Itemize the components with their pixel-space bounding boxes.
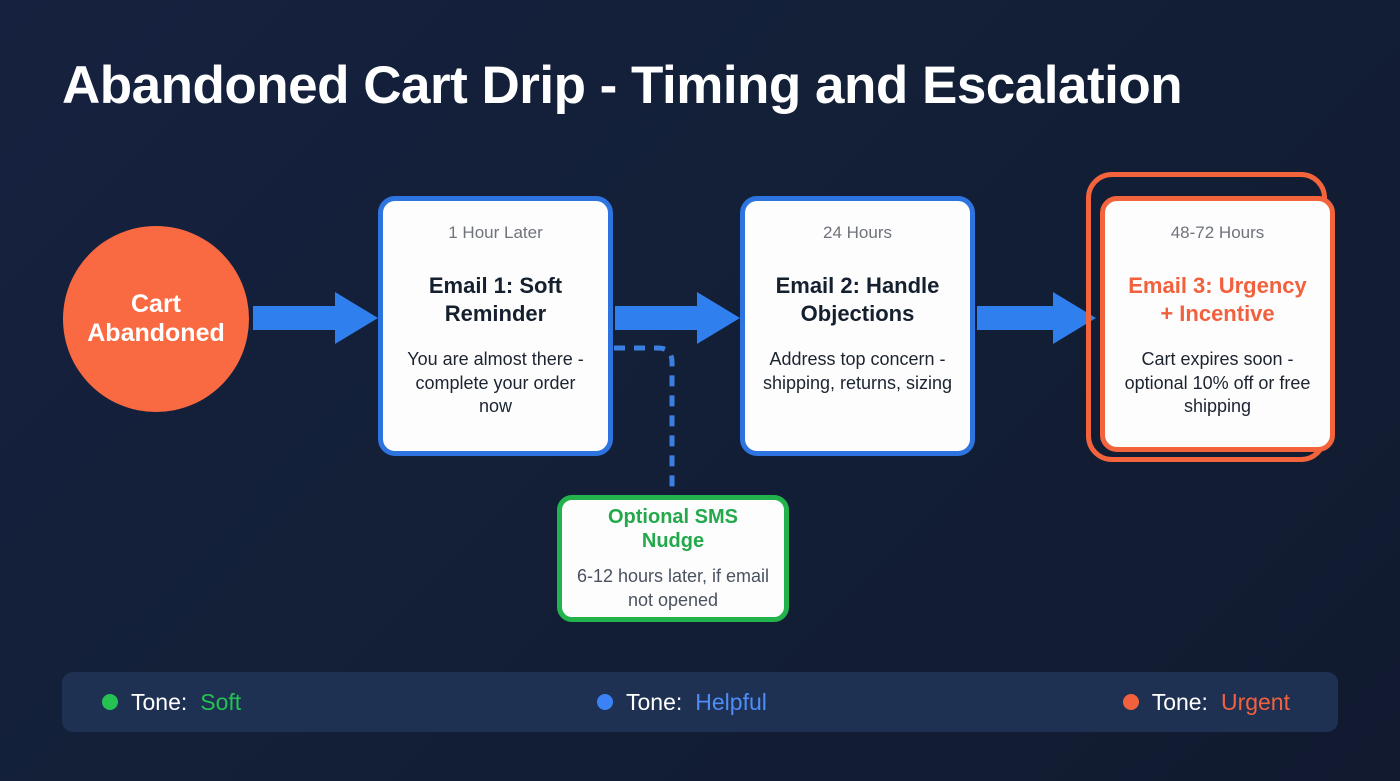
branch-card-sms-nudge[interactable]: Optional SMS Nudge 6-12 hours later, if … [557,495,789,622]
legend-label: Tone: [626,688,683,715]
legend-dot-icon [597,694,613,710]
legend-label: Tone: [1151,688,1208,715]
start-node-label-line1: Cart [130,289,181,318]
legend-item-soft[interactable]: Tone: Soft [102,689,241,716]
step-description: You are almost there - complete your ord… [407,348,584,417]
start-node-label-line2: Abandoned [87,319,225,347]
step-card-email3[interactable]: 48-72 Hours Email 3: Urgency + Incentive… [1100,196,1335,452]
legend-value: Urgent [1220,688,1290,715]
step-description: Address top concern - shipping, returns,… [762,348,953,393]
legend-item-urgent[interactable]: Tone: Urgent [1122,688,1290,716]
legend-value: Soft [200,688,242,715]
legend-bar: Tone: Soft Tone: Helpful Tone: Urgent [62,672,1338,732]
branch-title: Optional SMS Nudge [608,505,738,552]
start-node-cart-abandoned[interactable]: Cart Abandoned [63,226,249,412]
branch-description: 6-12 hours later, if email not opened [576,565,770,610]
legend-dot-icon [1122,694,1139,710]
step-time-label: 1 Hour Later [448,223,543,242]
arrow-email2-to-email3 [977,292,1096,344]
step-description: Cart expires soon - optional 10% off or … [1124,348,1311,417]
legend-item-helpful[interactable]: Tone: Helpful [597,689,767,716]
arrow-email1-to-email2 [615,292,740,344]
step-card-email2[interactable]: 24 Hours Email 2: Handle Objections Addr… [740,196,975,456]
legend-dot-icon [102,694,118,710]
legend-value: Helpful [695,688,767,715]
step-title: Email 3: Urgency + Incentive [1128,273,1307,327]
step-time-label: 24 Hours [823,223,892,242]
legend-label: Tone: [131,688,188,715]
step-time-label: 48-72 Hours [1170,223,1265,242]
step-card-email1[interactable]: 1 Hour Later Email 1: Soft Reminder You … [378,196,613,456]
page-title: Abandoned Cart Drip - Timing and Escalat… [62,56,1183,115]
step-title: Email 2: Handle Objections [775,273,940,327]
step-title: Email 1: Soft Reminder [428,273,563,327]
arrow-start-to-email1 [253,292,378,344]
dashed-branch-email1-to-sms [614,345,675,492]
